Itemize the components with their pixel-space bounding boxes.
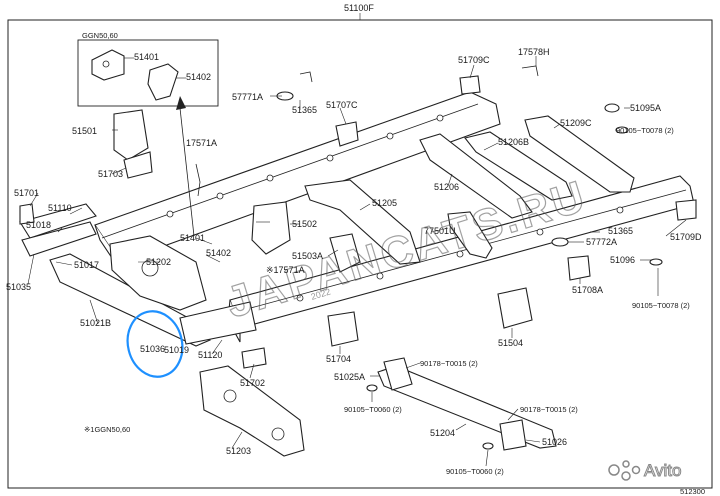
footnote-text: ※1GGN50,60 bbox=[84, 425, 130, 434]
part-label-p57772a: 57772A bbox=[586, 237, 617, 247]
part-label-p51202: 51202 bbox=[146, 257, 171, 267]
part-label-p77501u: 77501U bbox=[424, 226, 456, 236]
inset-box: GGN50,60 bbox=[77, 31, 219, 107]
part-label-p51709c: 51709C bbox=[458, 55, 490, 65]
part-label-p51204: 51204 bbox=[430, 428, 455, 438]
front-crossmember bbox=[19, 203, 305, 457]
part-label-p17578h: 17578H bbox=[518, 47, 550, 57]
part-label-p51709d: 51709D bbox=[670, 232, 702, 242]
part-label-p51502: 51502 bbox=[292, 219, 317, 229]
part-label-p51026: 51026 bbox=[542, 437, 567, 447]
part-label-p51704: 51704 bbox=[326, 354, 351, 364]
part-label-p51504: 51504 bbox=[498, 338, 523, 348]
part-label-p90178_15b: 90178−T0015 (2) bbox=[520, 405, 578, 414]
part-label-p51209c: 51209C bbox=[560, 118, 592, 128]
part-label-p51707c: 51707C bbox=[326, 100, 358, 110]
part-label-p90178_15a: 90178−T0015 (2) bbox=[420, 359, 478, 368]
part-label-p51365b: 51365 bbox=[608, 226, 633, 236]
part-label-p51110: 51110 bbox=[48, 203, 72, 213]
part-label-p51203: 51203 bbox=[226, 446, 251, 456]
part-label-p57771a: 57771A bbox=[232, 92, 263, 102]
highlight-circle bbox=[126, 310, 184, 378]
part-label-p51018: 51018 bbox=[26, 220, 51, 230]
leader-lines bbox=[27, 56, 687, 467]
part-label-p51025a: 51025A bbox=[334, 372, 365, 382]
part-label-p90105_78a: 90105−T0078 (2) bbox=[616, 126, 674, 135]
part-label-p51401b: 51401 bbox=[180, 233, 205, 243]
part-label-p51206: 51206 bbox=[434, 182, 459, 192]
part-label-p90105_78b: 90105−T0078 (2) bbox=[632, 301, 690, 310]
part-label-p51095a: 51095A bbox=[630, 103, 661, 113]
part-label-p51402b: 51402 bbox=[206, 248, 231, 258]
avito-logo: Avito bbox=[608, 460, 682, 481]
part-label-p51021b: 51021B bbox=[80, 318, 111, 328]
part-label-p17571a2: ※17571A bbox=[266, 265, 305, 275]
part-label-p51206b: 51206B bbox=[498, 137, 529, 147]
part-label-p51036: 51036 bbox=[140, 344, 165, 354]
part-label-p51019: 51019 bbox=[164, 345, 189, 355]
assembly-label: 51100F bbox=[344, 3, 374, 13]
part-label-p51503a: 51503A bbox=[292, 251, 323, 261]
part-label-p51365a: 51365 bbox=[292, 105, 317, 115]
part-label-p90105_60b: 90105−T0060 (2) bbox=[446, 467, 504, 476]
figure-code: 512300 bbox=[680, 487, 705, 496]
part-label-p51708a: 51708A bbox=[572, 285, 603, 295]
brackets bbox=[19, 65, 697, 451]
part-labels: 51401514025150117571A5170351701511105101… bbox=[6, 47, 702, 476]
part-label-p17571a: 17571A bbox=[186, 138, 217, 148]
part-label-p90105_60a: 90105−T0060 (2) bbox=[344, 405, 402, 414]
part-label-p51035: 51035 bbox=[6, 282, 31, 292]
part-label-p51096: 51096 bbox=[610, 255, 635, 265]
part-label-p51120: 51120 bbox=[198, 350, 222, 360]
part-label-p51401a: 51401 bbox=[134, 52, 159, 62]
inset-label: GGN50,60 bbox=[82, 31, 118, 40]
part-label-p51501: 51501 bbox=[72, 126, 97, 136]
part-label-p51402a: 51402 bbox=[186, 72, 211, 82]
part-label-p51205: 51205 bbox=[372, 198, 397, 208]
part-label-p51017: 51017 bbox=[74, 260, 99, 270]
part-label-p51702: 51702 bbox=[240, 378, 265, 388]
part-label-p51703: 51703 bbox=[98, 169, 123, 179]
avito-logo-text: Avito bbox=[644, 461, 682, 480]
part-label-p51701: 51701 bbox=[14, 188, 39, 198]
